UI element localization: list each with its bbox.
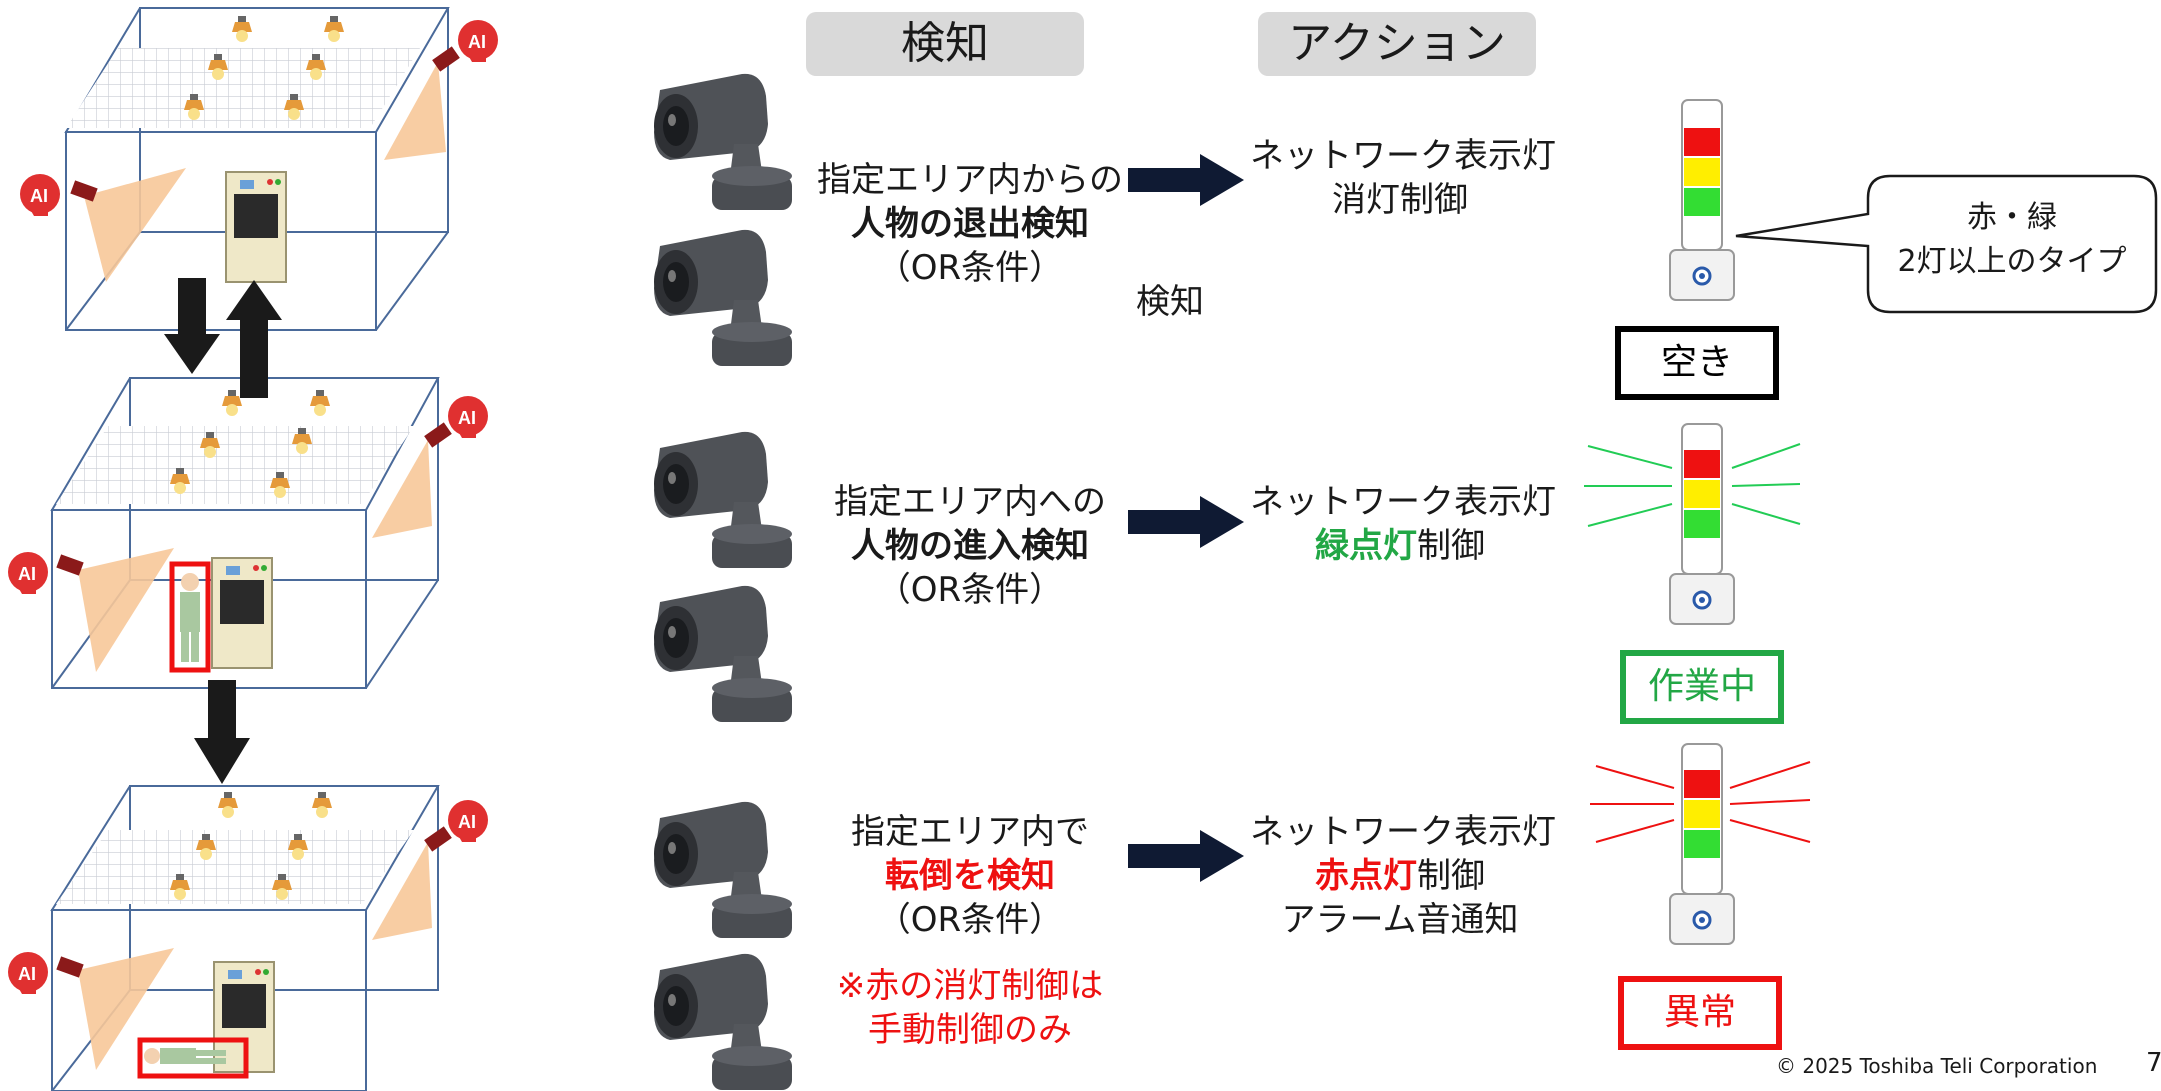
- camera-icon: [654, 229, 792, 366]
- signal-tower-green: [1584, 423, 1801, 625]
- status-box-vacant: 空き: [1615, 326, 1779, 400]
- row3-note-line1: ※赤の消灯制御は: [836, 966, 1104, 1006]
- row3-action-rest: 制御: [1417, 856, 1485, 896]
- room-2: [50, 377, 452, 689]
- stray-detect-label: 検知: [1136, 282, 1204, 322]
- flow-arrow: [1128, 496, 1244, 548]
- status-box-working: 作業中: [1620, 650, 1784, 724]
- row3-note-line2: 手動制御のみ: [868, 1010, 1072, 1050]
- row2-action-line1: ネットワーク表示灯: [1250, 482, 1556, 522]
- arrow-room1-to-room2: [164, 278, 220, 374]
- row3-action-line3: アラーム音通知: [1281, 900, 1519, 940]
- row1-action-line2: 消灯制御: [1332, 180, 1468, 220]
- row2-action-rest: 制御: [1417, 526, 1485, 566]
- room-3: [50, 785, 452, 1091]
- ai-badge-icon: [448, 396, 488, 438]
- row3-action-line2: 赤点灯制御: [1250, 852, 1550, 900]
- flow-arrow: [1128, 830, 1244, 882]
- callout-line1: 赤・緑: [1967, 200, 2057, 235]
- ai-badge-icon: [448, 800, 488, 842]
- row3-detect-line1: 指定エリア内で: [851, 812, 1089, 852]
- row3-detect-line2: 転倒を検知: [885, 856, 1055, 896]
- room-1: [64, 7, 460, 331]
- header-action: アクション: [1258, 12, 1536, 76]
- row2-detect-line3: （OR条件）: [876, 570, 1064, 610]
- camera-icon: [654, 73, 792, 210]
- arrow-room2-to-room3: [194, 680, 250, 784]
- ai-badge-icon: [8, 952, 48, 994]
- callout-line2: 2灯以上のタイプ: [1897, 244, 2127, 279]
- fallen-worker-figure: [144, 1048, 226, 1064]
- row3-detect-line3: （OR条件）: [876, 900, 1064, 940]
- row2-detect-line2: 人物の進入検知: [851, 526, 1089, 566]
- worker-figure: [180, 573, 200, 662]
- row1-detect-line3: （OR条件）: [876, 248, 1064, 288]
- row1-detect-line2: 人物の退出検知: [851, 204, 1089, 244]
- ai-badge-icon: [8, 552, 48, 594]
- footer-copyright: © 2025 Toshiba Teli Corporation: [1776, 1054, 2098, 1078]
- row2-action-line2: 緑点灯制御: [1250, 522, 1550, 570]
- row2-action-highlight: 緑点灯: [1315, 526, 1417, 566]
- camera-icon: [654, 953, 792, 1090]
- callout-bubble: [1735, 174, 2158, 314]
- arrow-room2-to-room1: [226, 280, 282, 398]
- ai-badge-icon: [458, 20, 498, 62]
- flow-arrow: [1128, 154, 1244, 206]
- camera-icon: [654, 801, 792, 938]
- signal-tower-off: [1669, 99, 1735, 301]
- ai-badge-icon: [20, 174, 60, 216]
- row1-detect-line1: 指定エリア内からの: [817, 160, 1123, 200]
- row1-action-line1: ネットワーク表示灯: [1250, 136, 1556, 176]
- camera-icon: [654, 431, 792, 568]
- camera-icon: [654, 585, 792, 722]
- row3-action-line1: ネットワーク表示灯: [1250, 812, 1556, 852]
- row3-action-highlight: 赤点灯: [1315, 856, 1417, 896]
- footer-page-number: 7: [2146, 1048, 2161, 1078]
- status-box-abnormal: 異常: [1618, 976, 1782, 1050]
- row2-detect-line1: 指定エリア内への: [834, 482, 1106, 522]
- signal-tower-red: [1590, 743, 1811, 945]
- header-detect: 検知: [806, 12, 1084, 76]
